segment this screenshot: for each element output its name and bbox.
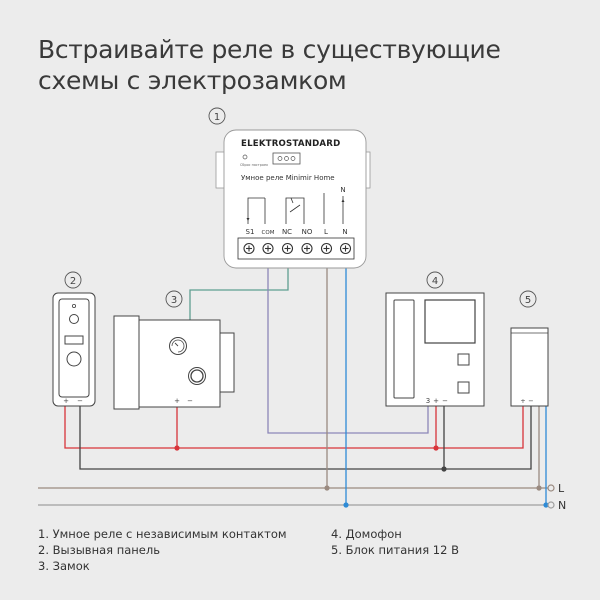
terminal-label: NO (302, 228, 313, 236)
camera-icon (72, 303, 77, 308)
number-2: 2 (70, 276, 76, 287)
intercom: 4 3 + − (385, 271, 485, 407)
purple-wire (267, 268, 429, 434)
reset-button-icon (242, 154, 248, 160)
terminal-label: COM (262, 230, 275, 236)
relay-top-n: N (340, 186, 345, 194)
power-supply-body (510, 327, 549, 407)
name-plate (64, 335, 84, 345)
junction-dot (543, 502, 549, 508)
terminal-label: L (324, 228, 328, 236)
terminal-block (237, 237, 355, 260)
number-4: 4 (432, 276, 438, 287)
intercom-terminal-minus: − (442, 397, 448, 405)
number-3: 3 (171, 295, 177, 306)
indicator-led-icon (284, 156, 289, 161)
junction-dot (433, 445, 439, 451)
lock-bolt (219, 332, 235, 393)
intercom-button-icon (457, 353, 470, 366)
call-panel-minus: − (77, 397, 83, 405)
legend-left: 1. Умное реле с независимым контактом 2.… (38, 526, 287, 574)
title-line-1: Встраивайте реле в существующие (38, 35, 501, 64)
number-badge-1 (208, 107, 226, 125)
n-line-label: N (558, 499, 566, 512)
power-supply: 5 + − (510, 290, 549, 407)
junction-dot (343, 502, 349, 508)
lock-body (138, 319, 221, 408)
legend-item: 3. Замок (38, 559, 90, 573)
legend-item: 5. Блок питания 12 В (331, 543, 459, 557)
number-1: 1 (214, 112, 220, 123)
red-wire (64, 406, 524, 449)
call-panel: 2 + − (52, 271, 96, 407)
intercom-terminal-3: 3 (426, 397, 430, 405)
indicator-led-icon (290, 156, 296, 161)
junction-dot (324, 485, 330, 491)
l-line-end (547, 484, 555, 492)
legend-right: 4. Домофон 5. Блок питания 12 В (331, 526, 459, 558)
legend-item: 2. Вызывная панель (38, 543, 160, 557)
camera-lens-icon (69, 314, 79, 324)
intercom-handset (393, 299, 415, 399)
call-panel-plus: + (63, 397, 69, 405)
legend-item: 1. Умное реле с независимым контактом (38, 527, 287, 541)
junction-dot (441, 466, 447, 472)
number-badge-5 (519, 290, 537, 308)
n-line-end (547, 501, 555, 509)
indicator-led-icon (277, 156, 283, 161)
ps-plus: + (520, 397, 525, 405)
call-button-icon (66, 351, 82, 367)
intercom-terminal-plus: + (433, 397, 439, 405)
lock-faceplate (113, 315, 140, 410)
electric-lock: 3 + − (113, 290, 235, 410)
terminal-label: NC (282, 228, 292, 236)
legend-item: 4. Домофон (331, 527, 402, 541)
number-badge-2 (64, 271, 82, 289)
junction-dot (536, 485, 542, 491)
number-5: 5 (525, 295, 531, 306)
junction-dot (174, 445, 180, 451)
relay-model: Умное реле Minimir Home (241, 174, 335, 182)
terminal-label: N (342, 228, 347, 236)
call-panel-face (58, 298, 90, 398)
number-badge-4 (426, 271, 444, 289)
ps-minus: − (528, 397, 533, 405)
lock-minus: − (187, 397, 193, 405)
relay-body (223, 129, 367, 269)
page-title: Встраивайте реле в существующие схемы с … (38, 34, 501, 96)
indicator-block (272, 152, 301, 165)
smart-relay: 1 ELEKTROSTANDARD Сброс настроек Умное р… (208, 107, 371, 269)
relay-brand: ELEKTROSTANDARD (241, 139, 340, 149)
number-badge-3 (165, 290, 183, 308)
l-line-label: L (558, 482, 565, 495)
intercom-button-icon (457, 381, 470, 394)
reset-label: Сброс настроек (240, 163, 268, 167)
terminal-label: S1 (246, 228, 255, 236)
intercom-screen (424, 299, 476, 344)
dark-wire (79, 406, 532, 470)
lock-plus: + (174, 397, 180, 405)
title-line-2: схемы с электрозамком (38, 66, 347, 95)
